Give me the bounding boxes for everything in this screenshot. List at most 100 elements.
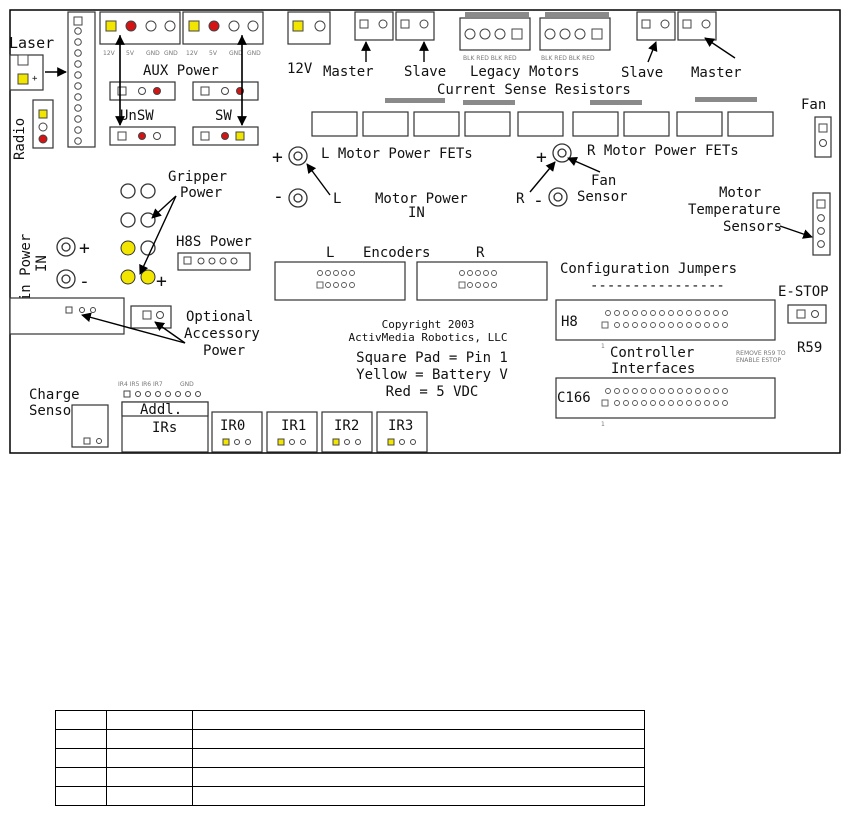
table-row (55, 786, 645, 806)
legacy-motor-connector-1 (459, 17, 531, 51)
config-dashes: ---------------- (590, 278, 725, 294)
svg-text:IR3: IR3 (388, 418, 413, 434)
motor-temp-label-1: Motor (719, 185, 761, 201)
slave-left-connector (395, 11, 435, 41)
controller-label-1: Controller (610, 345, 694, 361)
svg-text:GND: GND (146, 50, 160, 57)
slave-right-label: Slave (621, 65, 663, 81)
legend-line-2: Yellow = Battery V (356, 367, 508, 383)
fet-row (311, 111, 774, 137)
fan-sensor-label-2: Sensor (577, 189, 628, 205)
unsw-connector-bottom (109, 126, 176, 146)
master-left-connector (354, 11, 394, 41)
charge-sensor-connector (71, 404, 109, 448)
controller-label-2: Interfaces (611, 361, 695, 377)
laser-connector: + (9, 54, 44, 91)
pcb-diagram: Laser + Radio 12V 5V GND GND (9, 9, 841, 454)
fan-label: Fan (801, 97, 826, 113)
svg-text:5V: 5V (209, 50, 218, 57)
aux-connector-2: 12V 5V GND GND (182, 11, 264, 57)
estop-connector (787, 304, 827, 324)
ir1-connector: IR1 (266, 411, 318, 453)
left-power-header (67, 11, 96, 148)
current-sense-label: Current Sense Resistors (437, 82, 631, 98)
svg-text:+: + (79, 238, 90, 259)
main-power-label-1: Main Power (18, 234, 34, 318)
optional-label-1: Optional (186, 309, 253, 325)
encoder-r-connector (416, 261, 548, 301)
c166-connector: C166 1 (555, 377, 776, 428)
ir0-connector: IR0 (211, 411, 263, 453)
aux-power-label: AUX Power (143, 63, 219, 79)
svg-text:GND: GND (229, 50, 243, 57)
encoders-r-label: R (476, 245, 485, 261)
motor-temp-label-2: Temperature (688, 202, 781, 218)
svg-text:C166: C166 (557, 390, 591, 406)
svg-text:H8: H8 (561, 314, 578, 330)
estop-label: E-STOP (778, 284, 829, 300)
optional-label-3: Power (203, 343, 245, 359)
ir2-connector: IR2 (321, 411, 373, 453)
svg-text:REMOVE R59 TO: REMOVE R59 TO (736, 350, 786, 357)
encoders-l-label: L (326, 245, 334, 261)
l-label: L (333, 191, 341, 207)
fan-connector (814, 116, 832, 158)
slave-left-label: Slave (404, 64, 446, 80)
addl-ir-header (123, 390, 201, 398)
main-power-label-2: IN (34, 255, 50, 272)
r-fets-label: R Motor Power FETs (587, 143, 739, 159)
addl-irs-label-2: IRs (152, 420, 177, 436)
motor-temp-label-3: Sensors (723, 219, 782, 235)
svg-text:5V: 5V (126, 50, 135, 57)
charge-sensor-label-1: Charge (29, 387, 80, 403)
addl-irs-label-1: Addl. (140, 402, 182, 418)
h8s-power-label: H8S Power (176, 234, 252, 250)
sw-label: SW (215, 108, 232, 124)
unsw-connector-top (109, 81, 176, 101)
encoders-label: Encoders (363, 245, 430, 261)
svg-text:-: - (79, 271, 90, 292)
legend-line-3: Red = 5 VDC (386, 384, 479, 400)
sw-connector-top (192, 81, 259, 101)
config-jumpers-label: Configuration Jumpers (560, 261, 737, 277)
table-row (55, 767, 645, 787)
svg-text:1: 1 (601, 421, 605, 428)
svg-text:+: + (32, 74, 38, 84)
v12-label: 12V (287, 61, 313, 77)
unsw-label: UnSW (120, 108, 154, 124)
motor-temp-connector (812, 192, 831, 256)
svg-text:ENABLE ESTOP: ENABLE ESTOP (736, 357, 782, 364)
gripper-posts: + (120, 183, 167, 292)
table-row (55, 710, 645, 730)
pin-table (55, 710, 645, 806)
table-row (55, 729, 645, 749)
legacy-motors-label: Legacy Motors (470, 64, 580, 80)
master-right-label: Master (691, 65, 742, 81)
radio-connector (32, 99, 54, 149)
copyright-line-2: ActivMedia Robotics, LLC (349, 331, 508, 344)
svg-text:IR0: IR0 (220, 418, 245, 434)
svg-text:BLK RED BLK RED: BLK RED BLK RED (541, 55, 595, 62)
svg-text:-: - (273, 186, 284, 207)
slave-right-connector (636, 11, 676, 41)
svg-text:IR4 IR5 IR6 IR7: IR4 IR5 IR6 IR7 (118, 381, 163, 388)
charge-sensor-label-2: Sensor (29, 403, 80, 419)
svg-text:12V: 12V (186, 50, 199, 57)
gripper-power-label-2: Power (180, 185, 222, 201)
svg-text:GND: GND (164, 50, 178, 57)
svg-text:-: - (533, 190, 544, 211)
optional-label-2: Accessory (184, 326, 260, 342)
svg-text:BLK RED BLK RED: BLK RED BLK RED (463, 55, 517, 62)
motor-power-label-2: IN (408, 205, 425, 221)
copyright-line-1: Copyright 2003 (382, 318, 475, 331)
svg-text:1: 1 (601, 343, 605, 350)
svg-text:GND: GND (247, 50, 261, 57)
fan-sensor-label-1: Fan (591, 173, 616, 189)
svg-text:IR1: IR1 (281, 418, 306, 434)
sw-connector-bottom (192, 126, 259, 146)
svg-text:IR2: IR2 (334, 418, 359, 434)
l-fets-label: L Motor Power FETs (321, 146, 473, 162)
ir3-connector: IR3 (376, 411, 428, 453)
r-label: R (516, 191, 525, 207)
r59-label: R59 (797, 340, 822, 356)
